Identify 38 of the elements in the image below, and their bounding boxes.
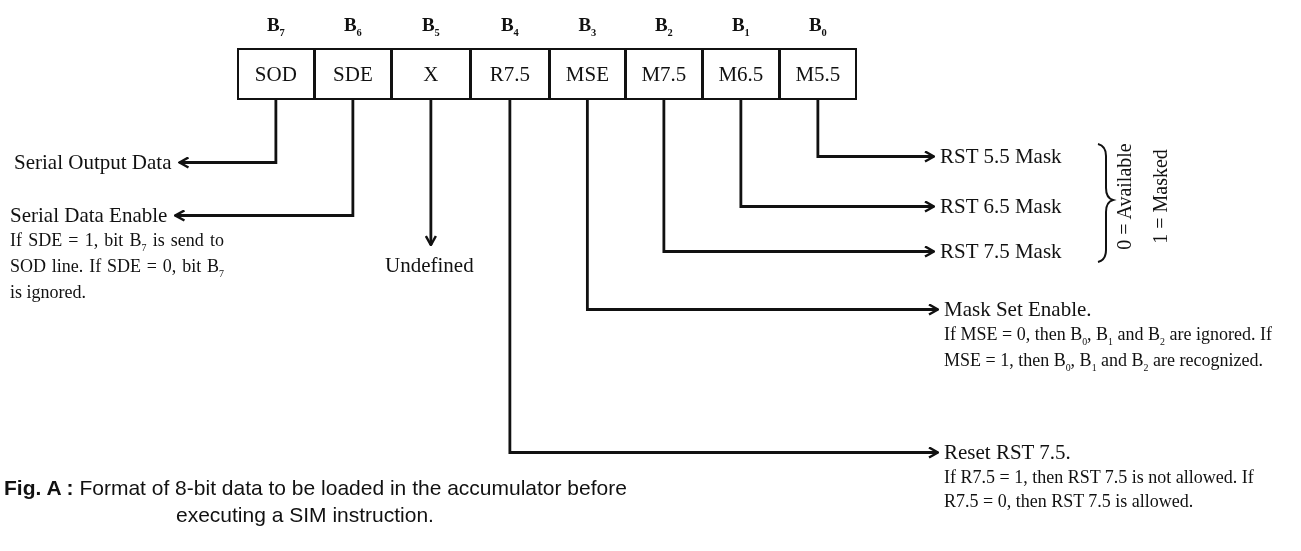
- bit-label: B$_{7}$: [266, 14, 285, 38]
- bit-field-name: M5.5: [794, 61, 842, 87]
- bit-field-name: SDE: [332, 61, 374, 87]
- bit-function-description: If R7.5 = 1, then RST 7.5 is not allowed. If R7.5 = 0, then RST 7.5 is allowed.: [944, 466, 1255, 514]
- bit-label: B$_{3}$: [578, 14, 597, 38]
- mask-value-note: 1 = Masked: [1148, 148, 1172, 244]
- bit-label: B$_{6}$: [343, 14, 362, 38]
- bit-label: B$_{2}$: [654, 14, 673, 38]
- bit-label: B$_{0}$: [808, 14, 827, 38]
- bit-function-title: Undefined: [385, 253, 474, 278]
- arrow: [174, 100, 355, 222]
- bit-label: B$_{1}$: [731, 14, 750, 38]
- bit-label: B$_{4}$: [500, 14, 519, 38]
- bit-function-title: Serial Output Data: [14, 150, 172, 175]
- arrow: [508, 100, 940, 459]
- arrow: [586, 100, 940, 316]
- arrow: [739, 100, 936, 213]
- bit-function-description: If SDE = 1, bit B$_{7}$ is send to SOD line. If SDE = 0, bit B$_{7}$ is ignored.: [10, 229, 224, 304]
- bit-function-title: Serial Data Enable: [10, 203, 168, 228]
- arrow: [816, 100, 936, 163]
- arrow: [178, 100, 278, 169]
- bit-label: B$_{5}$: [421, 14, 440, 38]
- bit-field-name: M6.5: [717, 61, 765, 87]
- bit-function-title: Reset RST 7.5.: [944, 440, 1071, 465]
- bit-function-title: RST 6.5 Mask: [940, 194, 1062, 219]
- bit-field-name: R7.5: [488, 61, 531, 87]
- bit-function-description: If MSE = 0, then B$_{0}$, B$_{1}$ and B$_{2}$ are ignored. If MSE = 1, then B$_{0}$, B$_{1}$ and B$_{2}$ are recognized.: [944, 323, 1273, 374]
- bit-function-title: RST 5.5 Mask: [940, 144, 1062, 169]
- figure-caption: Fig. A : Format of 8-bit data to be loaded in the accumulator before executing a SIM instruction.: [4, 475, 628, 529]
- bit-field-name: MSE: [564, 61, 610, 87]
- bit-field-name: X: [422, 61, 440, 87]
- arrow: [424, 100, 438, 247]
- bit-field-name: SOD: [253, 61, 298, 87]
- bit-function-title: Mask Set Enable.: [944, 297, 1092, 322]
- arrow: [662, 100, 936, 258]
- bit-function-title: RST 7.5 Mask: [940, 239, 1062, 264]
- bit-field-name: M7.5: [640, 61, 688, 87]
- mask-value-note: 0 = Available: [1112, 142, 1136, 250]
